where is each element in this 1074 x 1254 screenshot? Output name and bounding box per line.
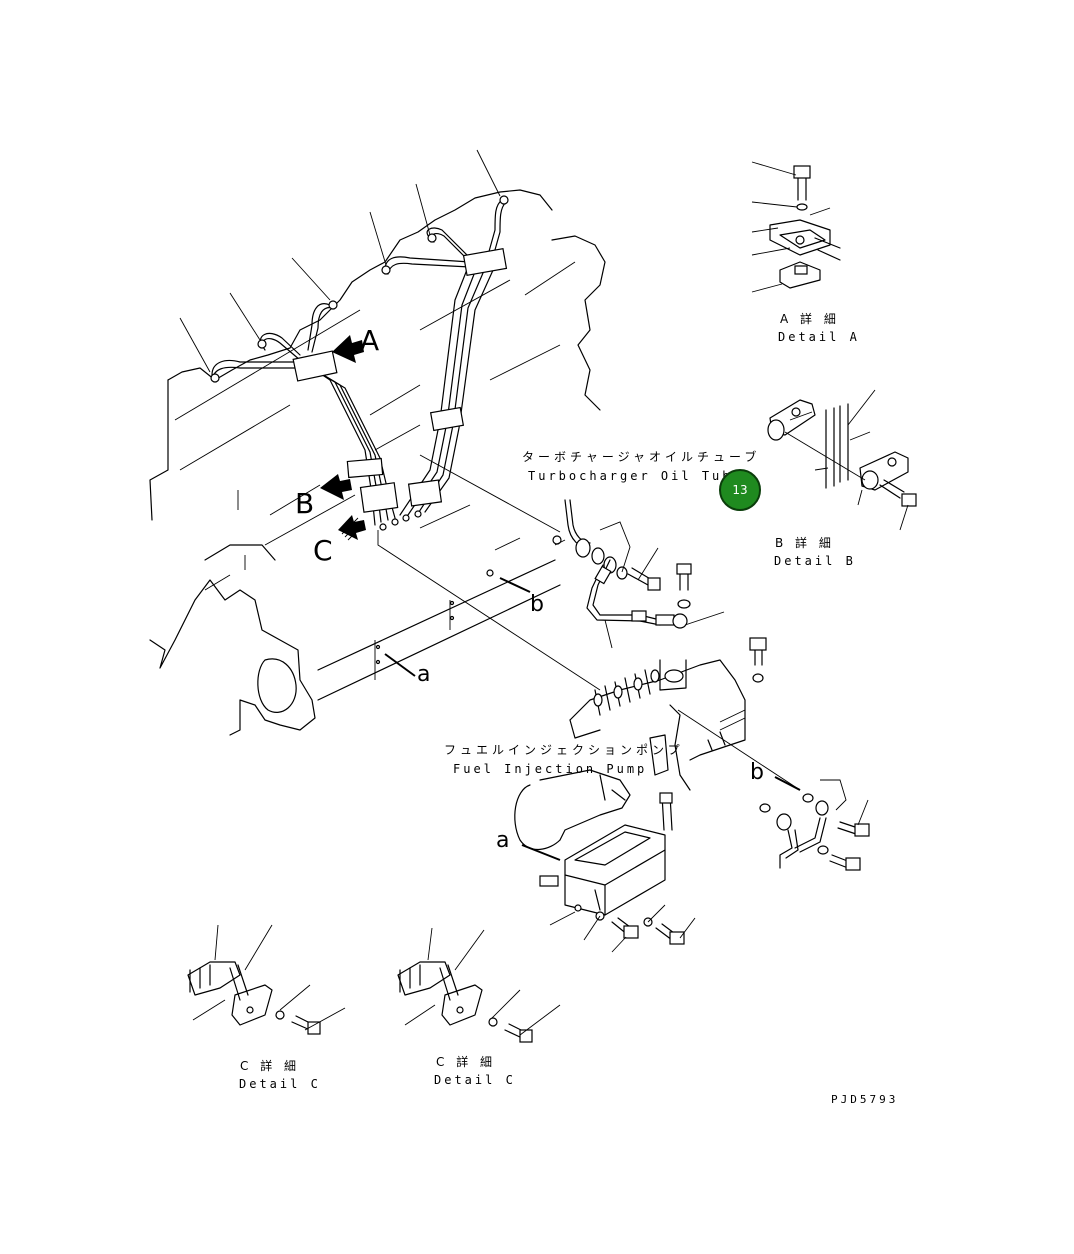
detail-a-drawing <box>751 161 841 293</box>
detail-c-left-drawing <box>187 924 346 1035</box>
callout-a-upper: a <box>417 662 431 687</box>
detail-c-right-drawing <box>397 927 561 1043</box>
callout-arrows <box>320 335 366 541</box>
callout-b-lower: b <box>750 760 764 785</box>
detail-c-left-caption: Detail C <box>239 1077 321 1091</box>
pump-bracket <box>521 792 696 953</box>
engine-front-plate <box>317 504 566 701</box>
detail-a-caption: Detail A <box>778 330 860 344</box>
detail-a-caption-jp: A 詳 細 <box>780 312 840 326</box>
fuel-injection-pump-label-jp: フュエルインジェクションポンプ <box>444 743 684 757</box>
callout-b: B <box>295 487 315 520</box>
turbocharger-oil-tube-label-jp: ターボチャージャオイルチューブ <box>522 450 761 464</box>
detail-c-left-caption-jp: C 詳 細 <box>240 1059 301 1073</box>
callout-b-upper: b <box>530 592 544 617</box>
small-oil-pipe <box>759 776 870 871</box>
detail-b-drawing <box>767 389 917 531</box>
callout-c: C <box>313 534 333 567</box>
drawing-code: PJD5793 <box>831 1093 899 1106</box>
fuel-injection-pump-label: Fuel Injection Pump <box>453 762 648 776</box>
item-number-badge[interactable]: 13 <box>719 469 761 511</box>
turbocharger-oil-tube <box>564 499 725 649</box>
detail-c-right-caption-jp: C 詳 細 <box>436 1055 497 1069</box>
turbocharger-oil-tube-label: Turbocharger Oil Tube <box>528 469 743 483</box>
engine-block <box>149 189 606 736</box>
callout-a: A <box>360 324 380 357</box>
detail-b-caption: Detail B <box>774 554 856 568</box>
fuel-injection-pump <box>514 637 801 850</box>
detail-c-right-caption: Detail C <box>434 1073 516 1087</box>
callout-a-lower: a <box>496 828 510 853</box>
injection-pipes <box>179 149 601 691</box>
detail-b-caption-jp: B 詳 細 <box>775 536 835 550</box>
